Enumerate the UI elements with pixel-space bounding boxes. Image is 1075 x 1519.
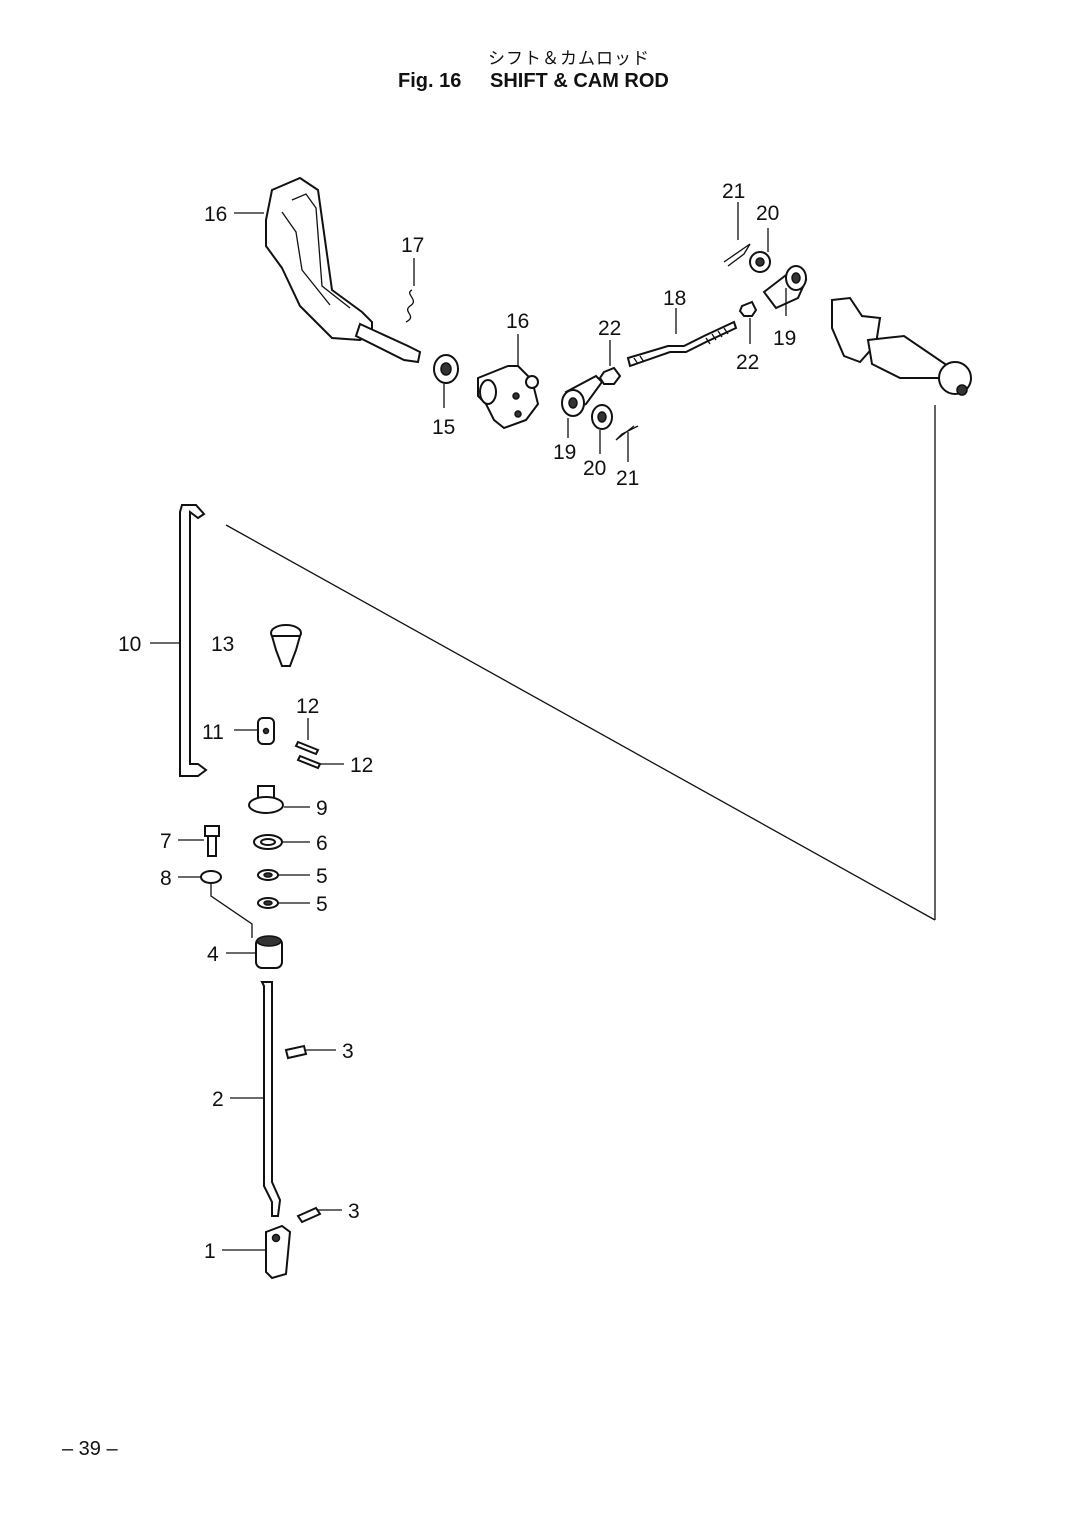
figure-title: SHIFT & CAM ROD [490,70,669,92]
rod-end-joint-part [561,374,604,417]
callout-12: 12 [350,754,373,777]
spring-clip-part [405,289,415,323]
shift-lever-part [265,176,422,364]
cam-rod-part [179,504,208,777]
leader-line [210,884,253,938]
callout-20: 20 [583,457,606,480]
callout-6: 6 [316,832,328,855]
rod-end-joint-part [762,265,808,310]
callout-19: 19 [773,327,796,350]
callout-22: 22 [598,317,621,340]
callout-16: 16 [506,310,529,333]
washer-part [749,251,771,273]
shift-rod-part [626,320,738,368]
callout-14: 16 [204,203,227,226]
cotter-pin-part [723,243,751,267]
washer-part [257,897,279,909]
callout-12: 12 [296,695,319,718]
collar-part [200,870,222,884]
callout-5: 5 [316,893,328,916]
callout-7: 7 [160,830,172,853]
callout-18: 18 [663,287,686,310]
pin-part [284,1044,308,1060]
callout-1: 1 [204,1240,216,1263]
cotter-pin-part [615,425,639,441]
collar-part [248,785,284,814]
callout-8: 8 [160,867,172,890]
figure-number: Fig. 16 [398,70,462,92]
callout-labels: 16 17 15 16 18 22 22 21 20 19 19 20 21 1… [118,180,796,1263]
assembly-guide-lines [225,405,936,921]
callout-10: 10 [118,633,141,656]
leader-lines [150,202,787,1251]
callout-2: 2 [212,1088,224,1111]
callout-21: 21 [616,467,639,490]
callout-21: 21 [722,180,745,203]
callout-15: 15 [432,416,455,439]
callout-9: 9 [316,797,328,820]
grommet-part [270,624,302,667]
callout-5: 5 [316,865,328,888]
callout-3: 3 [342,1040,354,1063]
sleeve-part [257,717,275,745]
washer-part [257,869,279,881]
pin-part [294,740,322,770]
cam-part [265,1224,292,1280]
nut-part [738,300,758,317]
shift-cam-assembly [831,296,972,396]
washer-part [253,834,283,850]
page-number: – 39 – [62,1438,118,1460]
washer-part [433,354,459,384]
pin-part [296,1206,322,1224]
washer-part [591,404,613,430]
nut-part [598,366,622,385]
callout-20: 20 [756,202,779,225]
callout-13: 13 [211,633,234,656]
shift-arm-part [477,365,540,430]
rod-part [260,981,282,1217]
bushing-part [255,935,283,969]
callout-11: 11 [202,721,224,744]
callout-17: 17 [401,234,424,257]
callout-3: 3 [348,1200,360,1223]
bolt-part [204,825,220,857]
callout-4: 4 [207,943,219,966]
diagram-title-japanese: シフト＆カムロッド [488,49,650,69]
callout-19: 19 [553,441,576,464]
callout-22: 22 [736,351,759,374]
